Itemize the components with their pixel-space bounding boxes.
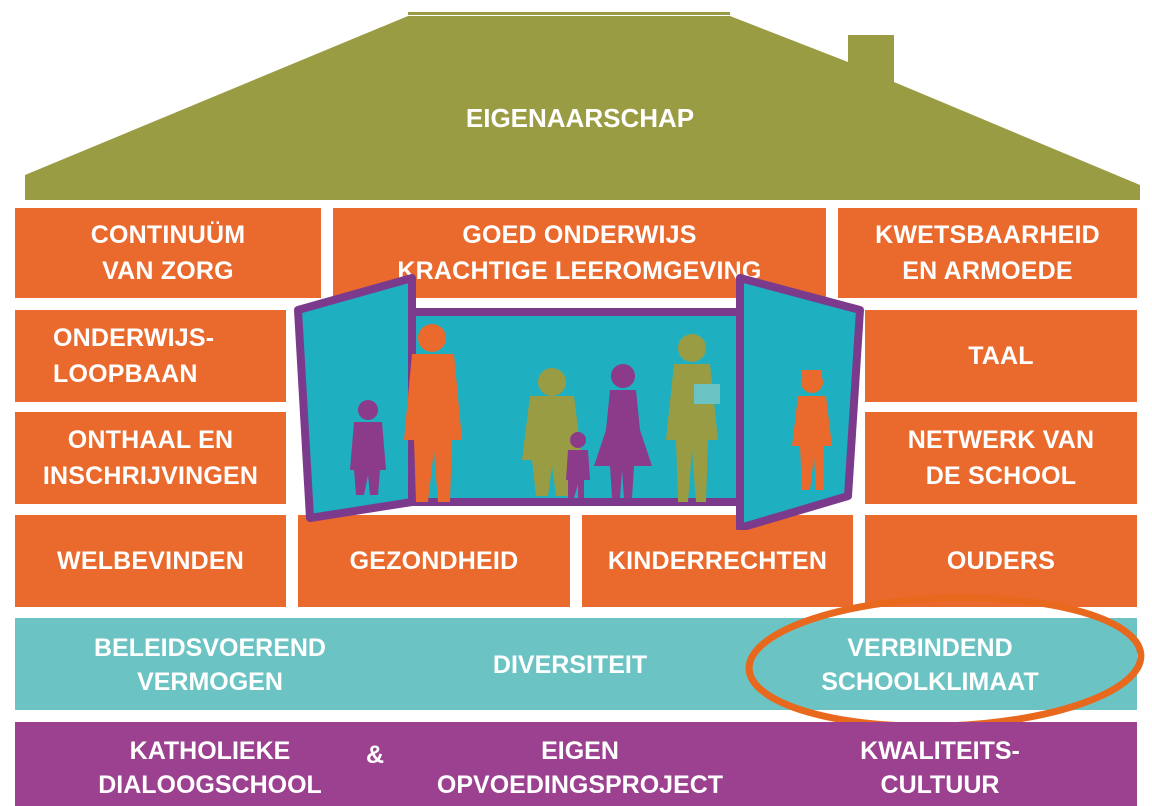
block-onthaal: ONTHAAL EN INSCHRIJVINGEN (15, 412, 286, 504)
base-kwaliteit: KWALITEITS- CULTUUR (860, 737, 1020, 799)
block-onderwijsloopbaan: ONDERWIJS- LOOPBAAN (15, 310, 286, 402)
base-katholieke: KATHOLIEKE DIALOOGSCHOOL (98, 737, 322, 799)
adult-silhouette-orange (404, 324, 462, 502)
foundation-diversiteit: DIVERSITEIT (492, 651, 648, 679)
roof-title: EIGENAARSCHAP (465, 102, 695, 133)
child-silhouette-right (792, 370, 832, 490)
highlight-ellipse (745, 594, 1145, 730)
open-window-illustration (294, 274, 864, 530)
roof-polygon (25, 16, 1140, 200)
foundation-band (15, 618, 1137, 710)
block-kwetsbaarheid: KWETSBAARHEID EN ARMOEDE (838, 208, 1137, 298)
adult-silhouette-olive-folder (666, 334, 720, 502)
toddler-silhouette (566, 432, 590, 498)
child-silhouette-left (350, 400, 386, 495)
base-band (15, 722, 1137, 806)
block-ouders: OUDERS (865, 515, 1137, 607)
block-welbevinden: WELBEVINDEN (15, 515, 286, 607)
block-taal: TAAL (865, 310, 1137, 402)
roof-top-line (408, 12, 730, 15)
base-eigen: EIGEN OPVOEDINGSPROJECT (436, 737, 724, 799)
base-ampersand: & (365, 741, 385, 769)
girl-silhouette (594, 364, 652, 498)
people-silhouettes (350, 324, 832, 502)
block-gezondheid: GEZONDHEID (298, 515, 570, 607)
block-continuum-van-zorg: CONTINUÜM VAN ZORG (15, 208, 321, 298)
foundation-verbindend: VERBINDEND SCHOOLKLIMAAT (821, 634, 1039, 696)
roof-shape (25, 12, 1140, 200)
block-netwerk: NETWERK VAN DE SCHOOL (865, 412, 1137, 504)
block-kinderrechten: KINDERRECHTEN (582, 515, 853, 607)
foundation-beleidsvoerend: BELEIDSVOEREND VERMOGEN (94, 634, 326, 696)
block-goed-onderwijs: GOED ONDERWIJS KRACHTIGE LEEROMGEVING (333, 208, 826, 298)
